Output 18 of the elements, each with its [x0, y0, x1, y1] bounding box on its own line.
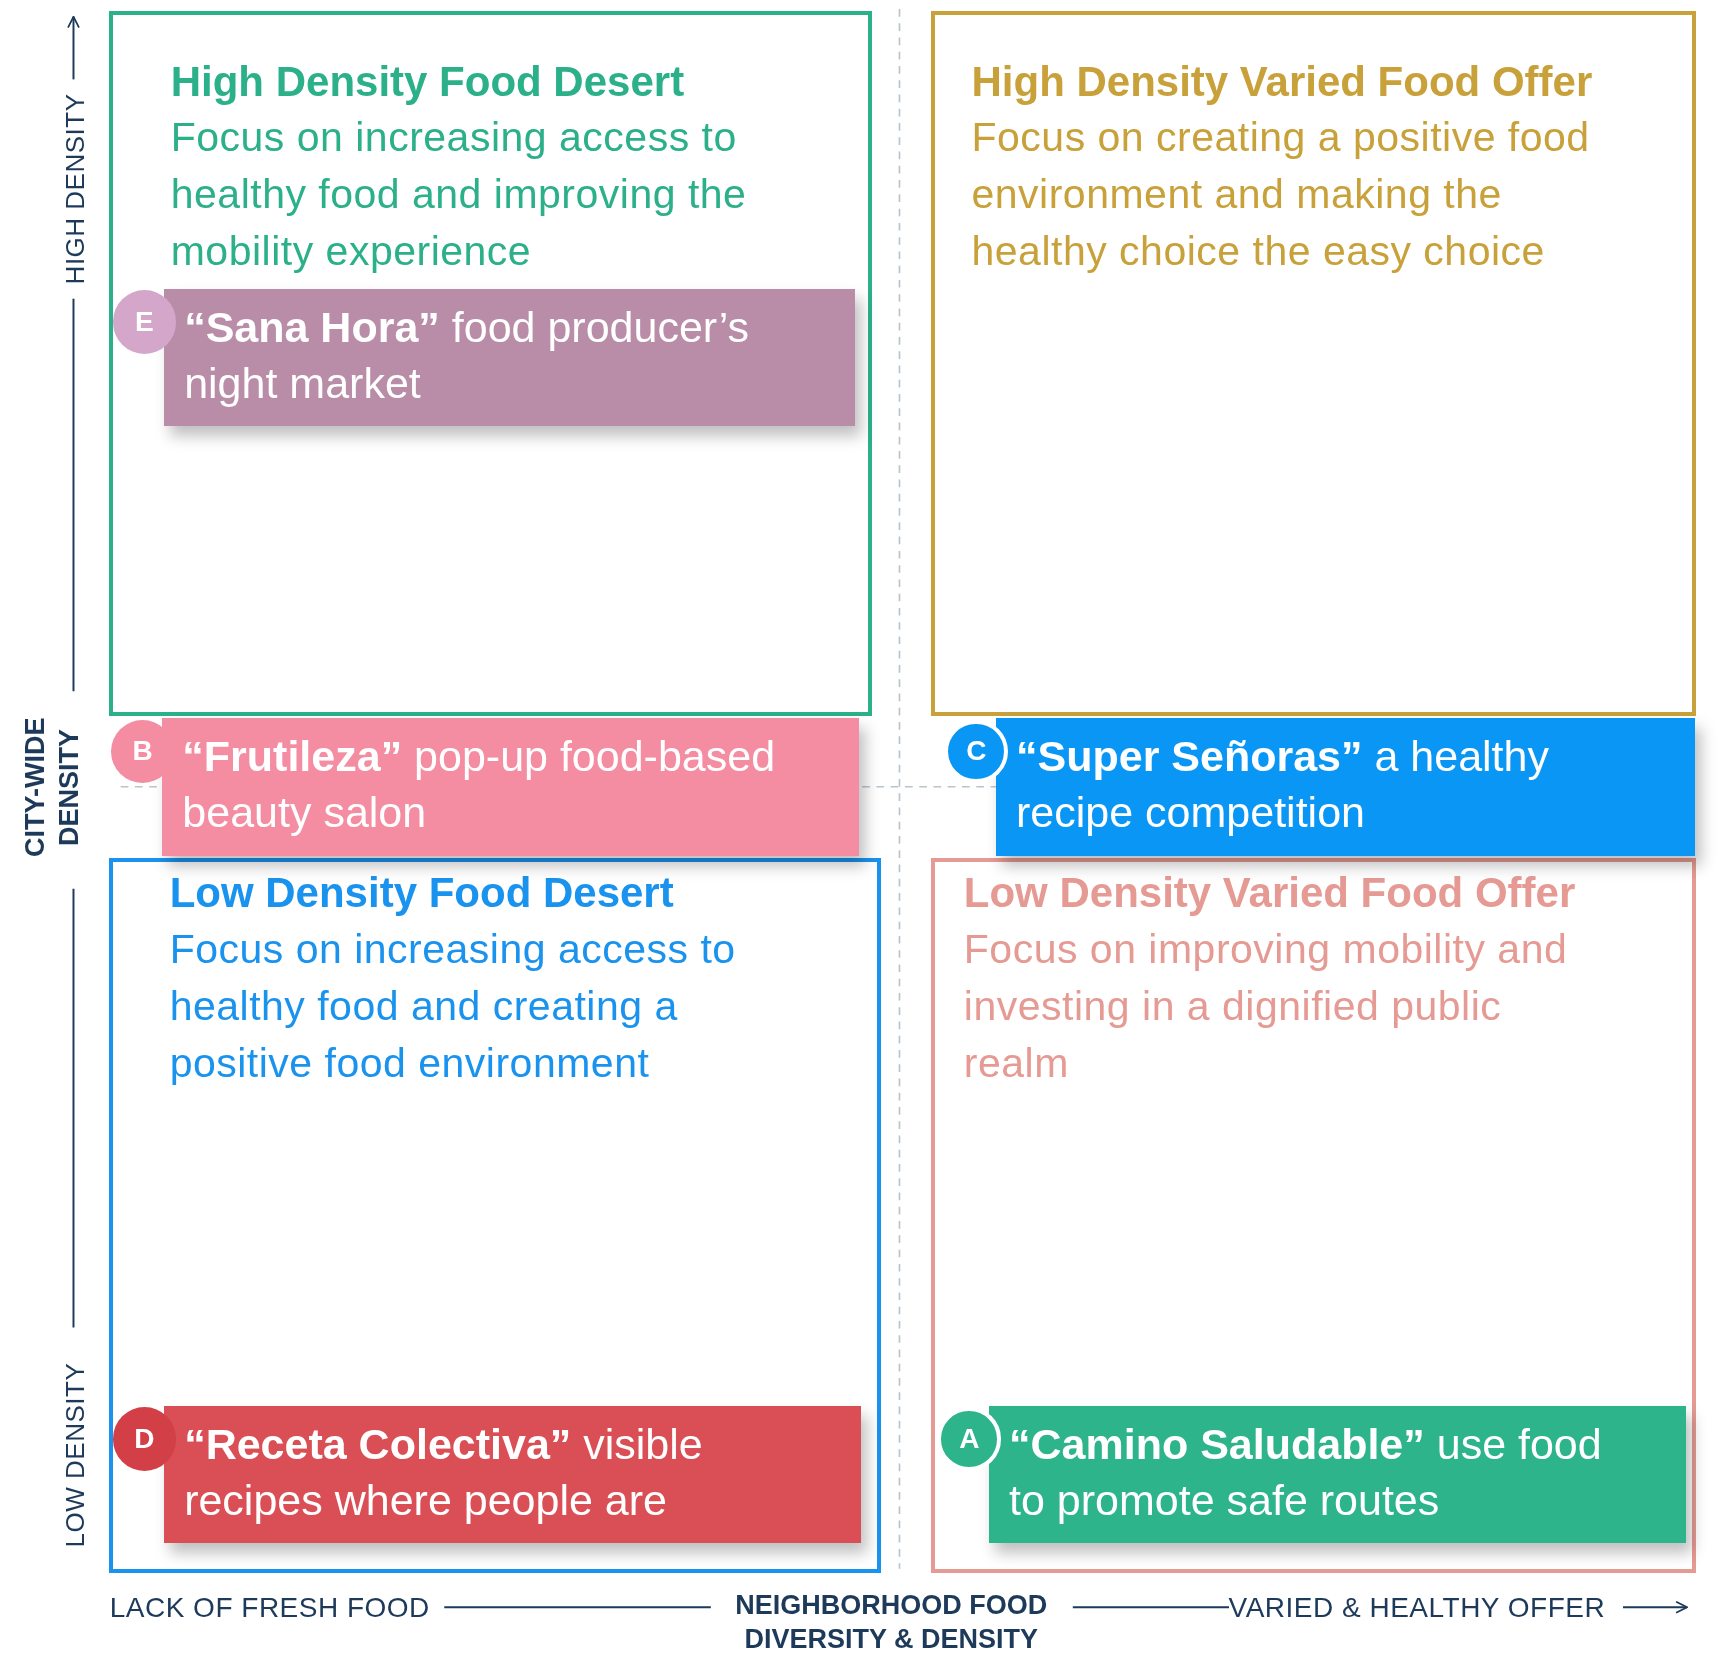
note-card: “Sana Hora” food producer’s night market [164, 289, 856, 427]
note-card: “Camino Saludable” use food to promote safe routes [989, 1405, 1686, 1543]
quadrant-title: High Density Varied Food Offer [971, 56, 1593, 107]
note-card: “Super Señoras” a healthy recipe competition [996, 718, 1695, 856]
quadrant-panel [108, 857, 881, 1573]
letter-badge: E [112, 290, 177, 354]
quadrant-description: Focus on improving mobility and investing in a dignified public realm [963, 925, 1569, 1089]
letter-badge: D [112, 1406, 177, 1471]
quadrant-description: Focus on increasing access to healthy food and improving the mobility experience [170, 113, 748, 277]
quadrant-panel [931, 857, 1696, 1573]
note-card: “Receta Colectiva” visible recipes where people are [164, 1405, 861, 1543]
quadrant-title: Low Density Varied Food Offer [963, 868, 1576, 919]
quadrant-panel [931, 10, 1696, 717]
quadrant-description: Focus on creating a positive food environment and making the healthy choice the easy choice [971, 113, 1591, 277]
quadrant-title: High Density Food Desert [170, 56, 685, 107]
quadrant-description: Focus on increasing access to healthy food and creating a positive food environment [169, 925, 737, 1089]
quadrant-title: Low Density Food Desert [169, 868, 674, 919]
note-card: “Frutileza” pop-up food-based beauty salon [162, 718, 859, 856]
